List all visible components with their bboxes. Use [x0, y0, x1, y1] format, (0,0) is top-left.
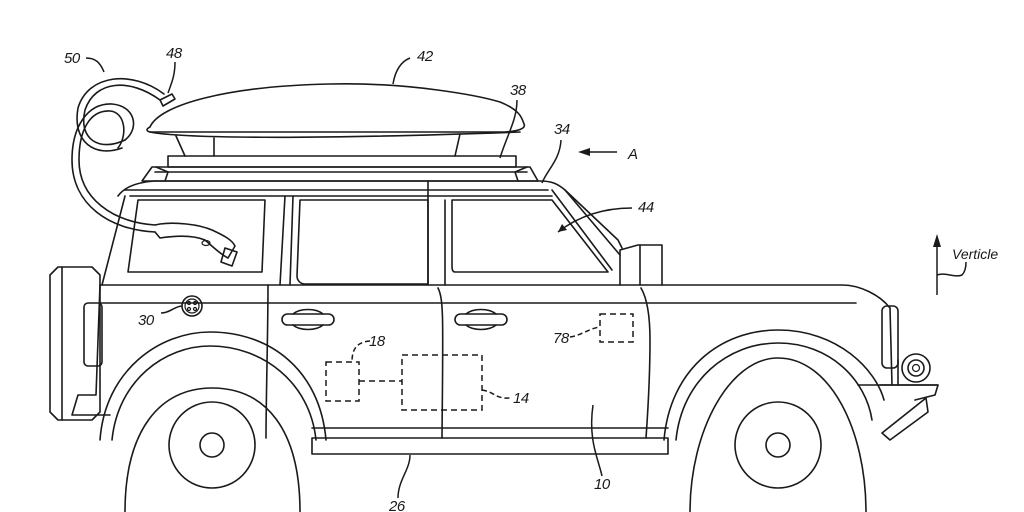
front-wheel	[663, 329, 885, 512]
module-box-78	[599, 313, 634, 343]
charge-port	[181, 295, 203, 317]
label-a: A	[627, 146, 638, 163]
label-78: 78	[553, 330, 570, 347]
rear-wheel	[99, 331, 327, 512]
controller-box-14	[401, 354, 483, 411]
label-verticle: Verticle	[952, 246, 998, 262]
label-30: 30	[138, 312, 155, 329]
label-14: 14	[513, 390, 529, 407]
vehicle-body	[71, 180, 939, 455]
label-44: 44	[638, 199, 654, 216]
roof-rack	[141, 155, 539, 182]
label-34: 34	[554, 121, 570, 138]
label-10: 10	[594, 476, 611, 493]
label-38: 38	[510, 82, 527, 99]
front-bumper	[879, 305, 939, 441]
label-18: 18	[369, 333, 386, 350]
rear-door-handle	[281, 308, 335, 331]
leader-lines	[85, 57, 633, 499]
battery-box-18	[325, 361, 360, 402]
label-42: 42	[417, 48, 434, 65]
label-50: 50	[64, 50, 81, 67]
roof-box	[146, 83, 526, 157]
front-door-handle	[454, 308, 508, 331]
label-48: 48	[166, 45, 183, 62]
spare-tire	[49, 266, 103, 421]
vertical-direction-arrow	[933, 234, 967, 295]
view-arrow-a	[578, 148, 617, 156]
charging-cable	[71, 78, 238, 267]
label-26: 26	[388, 498, 406, 512]
